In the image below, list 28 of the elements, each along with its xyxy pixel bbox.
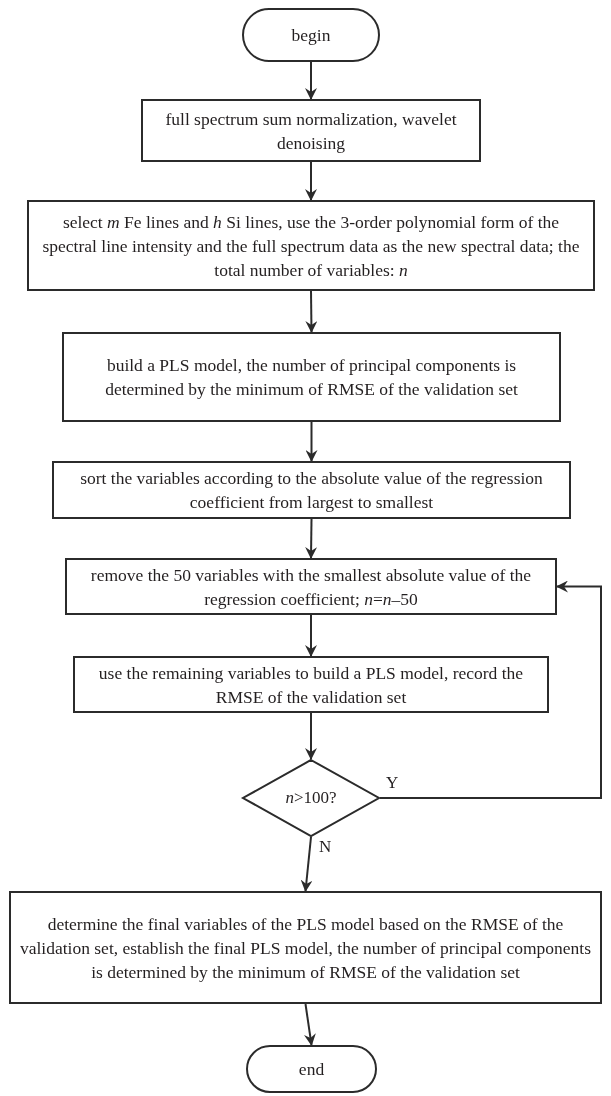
arrow <box>305 61 317 100</box>
process-box <box>52 461 571 519</box>
node-text: build a PLS model, the number of principal components is determined by the minimum of RMSE of the validation set <box>104 354 519 401</box>
arrow <box>303 1003 316 1046</box>
node-text: begin <box>291 24 331 47</box>
node-text: end <box>298 1058 325 1081</box>
process-box <box>73 656 549 713</box>
arrow <box>379 580 602 799</box>
node-text: use the remaining variables to build a PLS model, record the RMSE of the validation set <box>97 661 525 709</box>
process-box <box>9 891 602 1004</box>
arrow <box>305 421 318 462</box>
node-text: remove the 50 variables with the smallest absolute value of the regression coefficient; n=n–50 <box>89 563 533 611</box>
node-text: select m Fe lines and h Si lines, use the 3-order polynomial form of the spectral line intensity and the full spectrum data as the new spectral data; the total number of variables: n <box>41 210 581 282</box>
process-box <box>62 332 561 422</box>
decision-diamond <box>242 759 380 837</box>
node-text: full spectrum sum normalization, wavelet denoising <box>164 107 458 155</box>
node-text: n>100? <box>285 787 337 809</box>
arrow <box>305 290 318 333</box>
arrow <box>300 836 313 892</box>
process-box <box>141 99 481 162</box>
node-text: sort the variables according to the absolute value of the regression coefficient from largest to smallest <box>79 467 544 514</box>
arrow <box>305 518 318 559</box>
process-box <box>65 558 557 615</box>
arrow <box>305 614 317 657</box>
arrow <box>305 161 317 201</box>
node-text: determine the final variables of the PLS model based on the RMSE of the validation set, establish the final PLS model, the number of principal components is determined by the minimum of RMSE of the validation set <box>19 912 592 984</box>
arrow <box>305 712 317 760</box>
process-box <box>27 200 595 291</box>
